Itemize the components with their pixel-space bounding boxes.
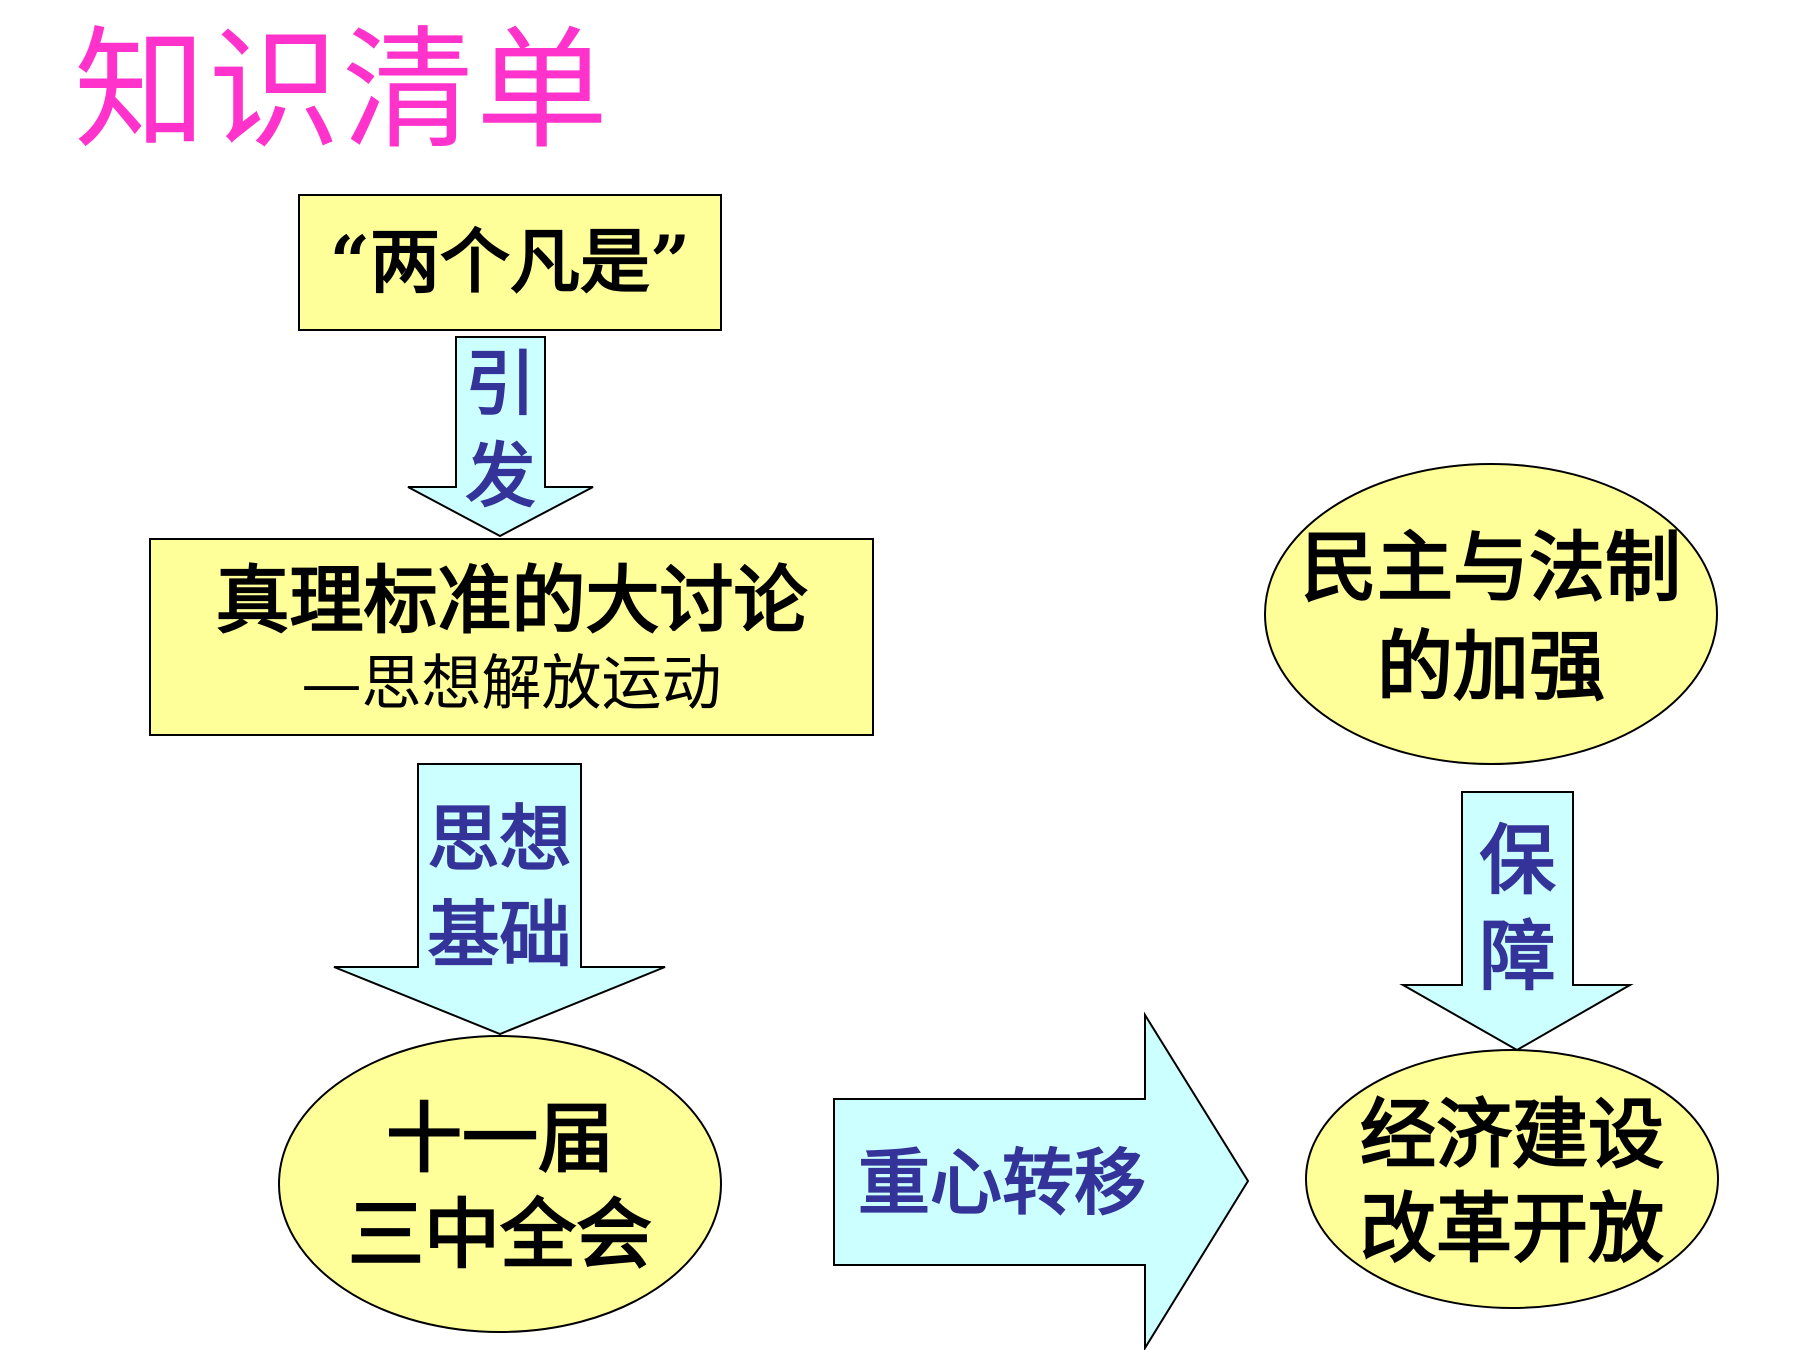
two-whatevers-box	[298, 194, 722, 331]
trigger-arrow	[407, 336, 594, 538]
page-title: 知识清单	[74, 14, 610, 168]
economy-ellipse	[1305, 1049, 1719, 1309]
economy-label-line1: 经济建设	[1360, 1090, 1664, 1179]
third-plenum-label-line1: 十一届	[386, 1094, 614, 1183]
foundation-arrow	[333, 763, 666, 1036]
truth-debate-label: 真理标准的大讨论	[215, 558, 808, 644]
third-plenum-ellipse	[278, 1035, 722, 1333]
trigger-label-line2: 发	[465, 434, 536, 517]
democracy-label-line2: 的加强	[1377, 622, 1605, 711]
shift-label: 重心转移	[857, 1140, 1146, 1225]
economy-label-line2: 改革开放	[1360, 1184, 1664, 1273]
guarantee-label-line1: 保	[1479, 816, 1556, 905]
guarantee-label-line2: 障	[1479, 912, 1556, 1001]
foundation-label-line1: 思想	[427, 796, 572, 881]
truth-debate-box	[149, 538, 874, 736]
third-plenum-label-line2: 三中全会	[348, 1190, 652, 1279]
truth-debate-sublabel: —思想解放运动	[301, 649, 722, 719]
guarantee-arrow	[1399, 791, 1634, 1052]
democracy-ellipse	[1264, 463, 1718, 765]
two-whatevers-label: “两个凡是”	[329, 220, 691, 303]
trigger-label-line1: 引	[465, 342, 536, 425]
shift-arrow	[833, 1011, 1250, 1350]
foundation-label-line2: 基础	[427, 892, 572, 977]
democracy-label-line1: 民主与法制	[1301, 523, 1681, 612]
